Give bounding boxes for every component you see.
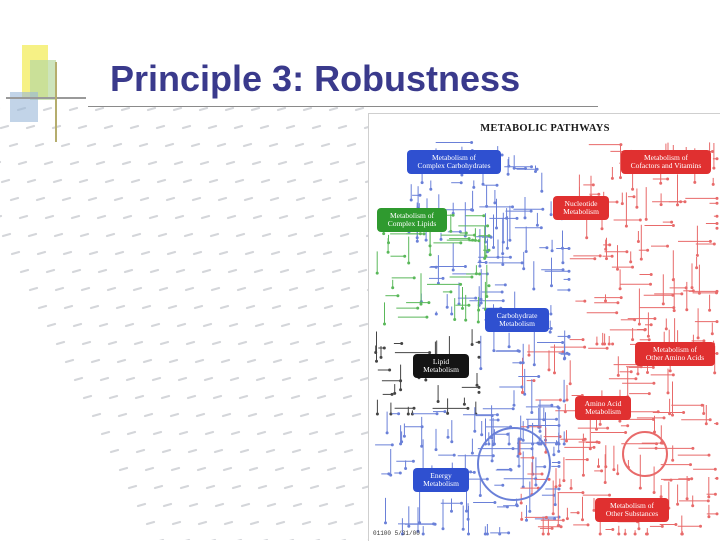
module-label-line: Cofactors and Vitamins (630, 161, 702, 170)
module-label-line: Metabolism of (644, 152, 688, 162)
module-other-substances: Metabolism of Other Substances (595, 498, 669, 522)
module-nucleotide: Nucleotide Metabolism (553, 196, 609, 220)
module-complex-carbohydrates: Metabolism of Complex Carbohydrates (407, 150, 501, 174)
module-label-line: Metabolism (423, 365, 459, 374)
module-label-line: Complex Carbohydrates (417, 161, 491, 170)
corner-decoration (6, 45, 86, 142)
module-label-line: Metabolism of (610, 500, 654, 510)
module-other-amino-acids: Metabolism of Other Amino Acids (635, 342, 715, 366)
figure-code: 01100 5/31/00 (373, 530, 420, 537)
module-amino-acid: Amino Acid Metabolism (575, 396, 631, 420)
module-label-line: Nucleotide (564, 198, 598, 208)
module-label-line: Other Substances (605, 509, 659, 518)
module-label-line: Metabolism (563, 207, 599, 216)
module-label-line: Metabolism (499, 319, 535, 328)
module-label-line: Amino Acid (584, 398, 622, 408)
module-energy: Energy Metabolism (413, 468, 469, 492)
module-label-line: Metabolism (585, 407, 621, 416)
module-label-line: Metabolism (423, 479, 459, 488)
title-underline (88, 106, 598, 107)
module-carbohydrate: Carbohydrate Metabolism (485, 308, 549, 332)
module-complex-lipids: Metabolism of Complex Lipids (377, 208, 447, 232)
module-label-line: Lipid (432, 356, 450, 366)
module-label-line: Metabolism of (432, 152, 476, 162)
module-label-line: Metabolism of (653, 344, 697, 354)
module-label-line: Carbohydrate (496, 310, 538, 320)
module-cofactors-vitamins: Metabolism of Cofactors and Vitamins (621, 150, 711, 174)
module-lipid: Lipid Metabolism (413, 354, 469, 378)
module-label-line: Other Amino Acids (645, 353, 705, 362)
figure-title: METABOLIC PATHWAYS (480, 123, 610, 134)
module-label-line: Energy (430, 470, 452, 480)
module-label-line: Metabolism of (390, 210, 434, 220)
slide-title: Principle 3: Robustness (110, 58, 521, 99)
metabolic-pathways-figure: METABOLIC PATHWAYS Metabolism of Complex… (368, 113, 720, 541)
module-label-line: Complex Lipids (387, 219, 437, 228)
